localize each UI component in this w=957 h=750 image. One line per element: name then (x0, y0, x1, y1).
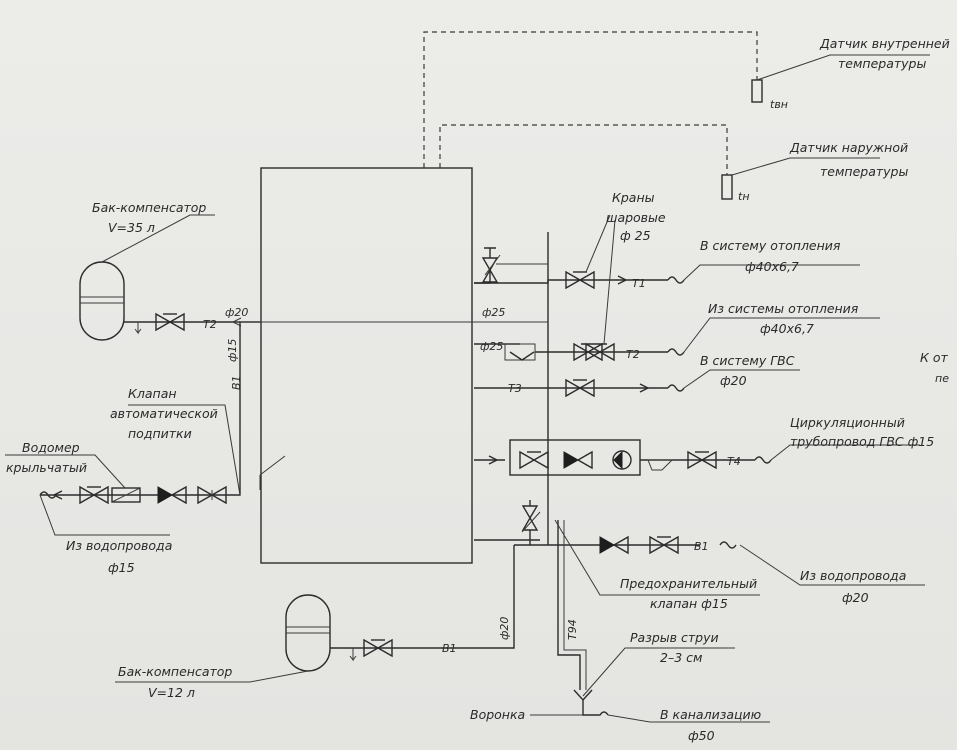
label-sewer-d: ф50 (688, 728, 715, 743)
label-t2a: Т2 (203, 318, 217, 331)
label-from-heating: Из системы отопления (708, 301, 859, 316)
label-valves-2: шаровые (606, 210, 666, 225)
label-d25a: ф25 (482, 306, 505, 319)
label-klapan-2: автоматической (110, 406, 218, 421)
label-d25b: ф25 (480, 340, 503, 353)
label-t-n: tн (738, 190, 750, 203)
sensor-inner-wire (423, 31, 758, 168)
label-k-ot-2: пе (935, 372, 949, 385)
label-vodomer-2: крыльчатый (6, 460, 87, 475)
label-valves: Краны (612, 190, 655, 205)
label-k-ot: К от (920, 350, 948, 365)
label-b1a: В1 (442, 642, 457, 655)
label-klapan: Клапан (128, 386, 177, 401)
label-comp12-v: V=12 л (148, 685, 195, 700)
funnel (573, 689, 593, 702)
label-break: Разрыв струи (630, 630, 719, 645)
label-t3: Т3 (508, 382, 522, 395)
valve-comp35 (155, 312, 172, 332)
sensor-inner (751, 79, 763, 103)
label-valves-3: ф 25 (620, 228, 651, 243)
label-sensor-outer: Датчик наружной (789, 140, 908, 155)
label-to-heating: В систему отопления (700, 238, 841, 253)
label-t94: Т94 (566, 619, 579, 640)
label-sensor-inner: Датчик внутренней (819, 36, 950, 51)
label-funnel: Воронка (470, 707, 525, 722)
label-from-heating-d: ф40х6,7 (760, 321, 814, 336)
auto-makeup-valve (210, 485, 227, 505)
water-meter (111, 487, 141, 503)
compensator-35 (79, 261, 125, 341)
label-sensor-outer-2: температуры (820, 164, 908, 179)
label-t-vn: tвн (770, 98, 788, 111)
label-d20a: ф20 (225, 306, 248, 319)
label-b1b: В1 (694, 540, 709, 553)
label-to-gvs: В систему ГВС (700, 353, 795, 368)
label-safety: Предохранительный (620, 576, 757, 591)
label-sewer: В канализацию (660, 707, 761, 722)
sensor-outer-wire (439, 124, 728, 175)
label-circ-2: трубопровод ГВС ф15 (790, 434, 934, 449)
ball-valve-t2a (573, 342, 590, 362)
boiler (260, 167, 473, 564)
valve-comp12 (363, 638, 380, 658)
label-d20b: ф20 (498, 617, 511, 640)
label-klapan-3: подпитки (128, 426, 192, 441)
drain-t94 (557, 520, 581, 690)
label-from-water-20-d: ф20 (842, 590, 869, 605)
pump (612, 450, 632, 470)
label-sensor-inner-2: температуры (838, 56, 926, 71)
check-valve-left (157, 486, 174, 504)
label-comp12: Бак-компенсатор (118, 664, 232, 679)
label-comp35-v: V=35 л (108, 220, 155, 235)
label-from-water-15: Из водопровода (66, 538, 172, 553)
label-to-heating-d: ф40х6,7 (745, 259, 799, 274)
label-from-water-15-d: ф15 (108, 560, 135, 575)
label-t1: Т1 (632, 277, 646, 290)
label-vodomer: Водомер (22, 440, 80, 455)
circulation-block (509, 439, 641, 476)
label-circ: Циркуляционный (790, 415, 905, 430)
label-d15: ф15 (226, 339, 239, 362)
label-t2b: Т2 (626, 348, 640, 361)
strainer-t4 (647, 459, 674, 471)
label-to-gvs-d: ф20 (720, 373, 747, 388)
check-valve-circ (563, 451, 580, 469)
ball-valve-t1 (565, 270, 582, 290)
strainer-t2 (509, 351, 535, 361)
sensor-outer (721, 174, 733, 200)
valve-t3 (565, 378, 582, 398)
label-comp35: Бак-компенсатор (92, 200, 206, 215)
label-t4: Т4 (727, 455, 741, 468)
label-b1c: В1 (230, 375, 243, 390)
labels: Датчик внутренней температуры tвн Датчик… (6, 36, 950, 743)
check-valve-b1 (599, 536, 616, 554)
label-safety-2: клапан ф15 (650, 596, 728, 611)
label-from-water-20: Из водопровода (800, 568, 906, 583)
label-break-2: 2–3 см (660, 650, 702, 665)
